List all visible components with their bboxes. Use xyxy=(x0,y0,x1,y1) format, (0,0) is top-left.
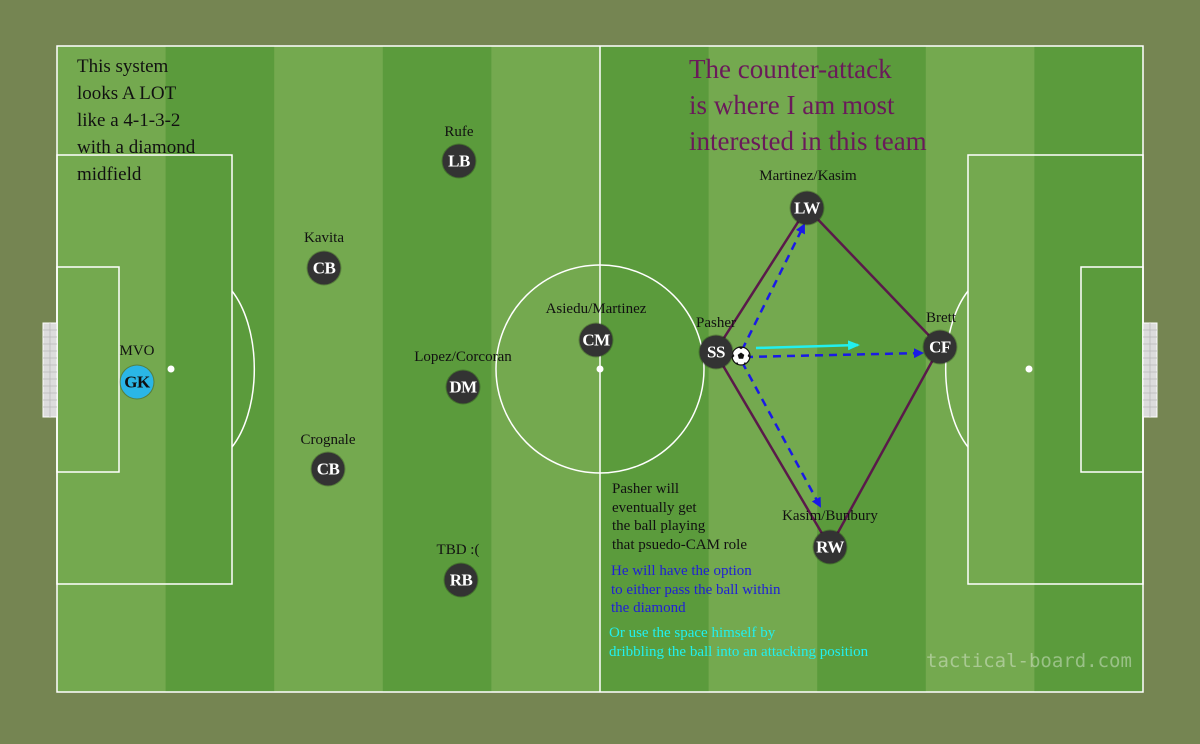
goal-right xyxy=(1142,322,1158,418)
note-line: dribbling the ball into an attacking pos… xyxy=(609,644,869,660)
note-line: like a 4-1-3-2 xyxy=(77,110,181,131)
player-chip-cm[interactable]: CM xyxy=(579,323,613,357)
player-name-rb: TBD :( xyxy=(436,542,480,558)
pitch-stripe xyxy=(925,46,1035,692)
player-chip-rw[interactable]: RW xyxy=(813,530,847,564)
note-pass-option: He will have the option to either pass t… xyxy=(611,562,781,618)
goal-left xyxy=(42,322,58,418)
player-chip-rb[interactable]: RB xyxy=(444,563,478,597)
player-name-lb: Rufe xyxy=(444,124,474,140)
note-line: the diamond xyxy=(611,600,686,616)
note-line: midfield xyxy=(77,164,142,185)
pitch-stripe xyxy=(491,46,601,692)
pitch-stripe xyxy=(1034,46,1144,692)
player-name-gk: MVO xyxy=(119,343,155,359)
note-line: looks A LOT xyxy=(77,83,177,104)
pitch-stripe xyxy=(708,46,818,692)
pass-arrow-icon xyxy=(744,348,924,359)
player-name-cm: Asiedu/Martinez xyxy=(545,301,647,317)
pass-arrows xyxy=(740,223,924,508)
note-line: This system xyxy=(77,56,169,77)
player-name-cb-top: Kavita xyxy=(304,230,344,246)
player-chip-dm[interactable]: DM xyxy=(446,370,480,404)
player-chip-gk[interactable]: GK xyxy=(120,365,154,399)
note-line: to either pass the ball within xyxy=(611,581,781,598)
note-line: that psuedo-CAM role xyxy=(612,536,747,553)
note-line: is where I am most xyxy=(689,90,895,120)
note-line: He will have the option xyxy=(611,563,752,579)
note-line: eventually get xyxy=(612,499,697,516)
player-chip-cb-top[interactable]: CB xyxy=(307,251,341,285)
note-dribble-option: Or use the space himself by dribbling th… xyxy=(609,624,868,662)
pitch-stripe xyxy=(274,46,384,692)
pitch-stripe xyxy=(382,46,492,692)
player-name-ss: Pasher xyxy=(696,315,736,331)
note-line: The counter-attack xyxy=(689,54,892,84)
player-name-lw: Martinez/Kasim xyxy=(759,168,857,184)
note-line: Pasher will xyxy=(612,481,680,497)
spots xyxy=(167,365,1033,373)
note-counter-attack: The counter-attack is where I am most in… xyxy=(689,51,927,159)
player-chip-lb[interactable]: LB xyxy=(442,144,476,178)
player-name-cb-bottom: Crognale xyxy=(300,432,356,448)
player-name-dm: Lopez/Corcoran xyxy=(414,349,512,365)
note-line: interested in this team xyxy=(689,126,927,156)
pitch-stripe xyxy=(817,46,927,692)
player-chip-cf[interactable]: CF xyxy=(923,330,957,364)
note-line: with a diamond xyxy=(77,137,196,158)
player-chip-lw[interactable]: LW xyxy=(790,191,824,225)
note-system-shape: This system looks A LOT like a 4-1-3-2 w… xyxy=(77,53,195,188)
player-name-rw: Kasim/Bunbury xyxy=(782,508,878,524)
ball-icon xyxy=(731,346,751,366)
player-chip-cb-bottom[interactable]: CB xyxy=(311,452,345,486)
player-chip-ss[interactable]: SS xyxy=(699,335,733,369)
player-name-cf: Brett xyxy=(926,310,956,326)
pitch-stripe xyxy=(600,46,710,692)
note-pasher-role: Pasher will eventually get the ball play… xyxy=(612,480,747,554)
note-line: Or use the space himself by xyxy=(609,625,776,641)
watermark: tactical-board.com xyxy=(926,650,1132,672)
dribble-arrow-icon xyxy=(755,340,860,351)
pass-arrow-icon xyxy=(740,223,806,351)
note-line: the ball playing xyxy=(612,518,706,534)
